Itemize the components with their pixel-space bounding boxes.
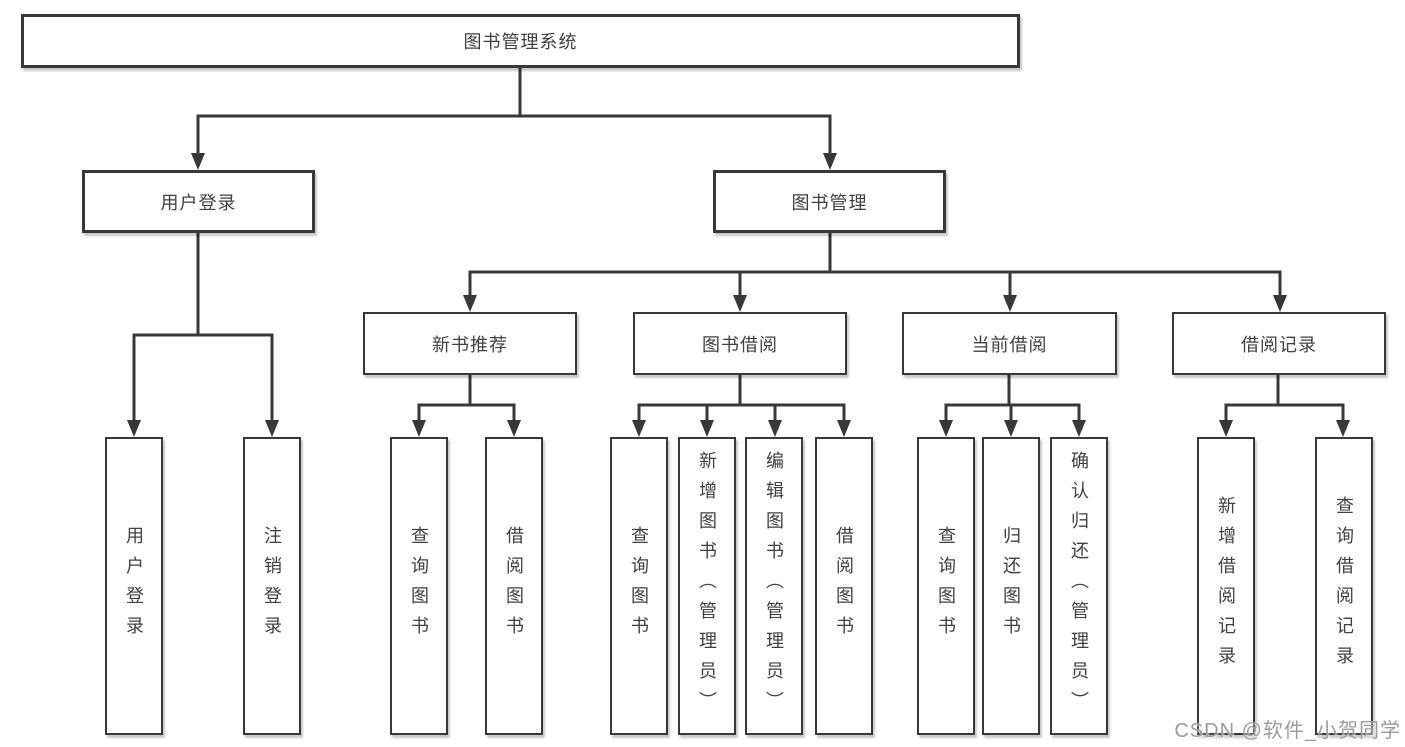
node-current-borrow: 当前借阅 — [902, 312, 1117, 375]
arrow-down-icon — [1273, 295, 1287, 312]
node-root-library-system: 图书管理系统 — [21, 14, 1020, 68]
arrow-down-icon — [700, 420, 714, 437]
leaf-add-borrow-record: 新增借阅记录 — [1197, 437, 1255, 735]
connector-current-borrow — [944, 375, 1081, 423]
leaf-borrow-book-1: 借阅图书 — [485, 437, 543, 735]
leaf-return-book: 归还图书 — [982, 437, 1040, 735]
arrow-down-icon — [191, 153, 205, 170]
connector-root — [196, 68, 832, 156]
leaf-edit-book-admin: 编辑图书（管理员） — [745, 437, 803, 735]
arrowhead-icons — [127, 153, 1350, 437]
arrow-down-icon — [507, 420, 521, 437]
node-book-borrow: 图书借阅 — [633, 312, 847, 375]
connector-book-management — [468, 233, 1282, 298]
arrow-down-icon — [463, 295, 477, 312]
leaf-query-book-2: 查询图书 — [610, 437, 668, 735]
leaf-confirm-return-admin: 确认归还（管理员） — [1050, 437, 1108, 735]
leaf-query-book-3: 查询图书 — [917, 437, 975, 735]
leaf-user-login: 用户登录 — [105, 437, 163, 735]
arrow-down-icon — [1003, 295, 1017, 312]
leaf-query-book-1: 查询图书 — [390, 437, 448, 735]
arrow-down-icon — [265, 420, 279, 437]
node-book-management: 图书管理 — [713, 170, 946, 233]
watermark-text: CSDN @软件_小贺同学 — [1174, 720, 1401, 742]
arrow-down-icon — [127, 420, 141, 437]
arrow-down-icon — [412, 420, 426, 437]
node-new-book-recommend: 新书推荐 — [363, 312, 577, 375]
connector-user-login — [132, 233, 274, 423]
leaf-query-borrow-record: 查询借阅记录 — [1315, 437, 1373, 735]
leaf-logout: 注销登录 — [243, 437, 301, 735]
arrow-down-icon — [1219, 420, 1233, 437]
node-borrow-records: 借阅记录 — [1172, 312, 1386, 375]
node-user-login: 用户登录 — [82, 170, 315, 233]
arrow-down-icon — [632, 420, 646, 437]
arrow-down-icon — [1072, 420, 1086, 437]
arrow-down-icon — [1004, 420, 1018, 437]
leaf-borrow-book-2: 借阅图书 — [815, 437, 873, 735]
connector-borrow-records — [1224, 375, 1345, 423]
connector-new-book-recommend — [417, 375, 516, 423]
arrow-down-icon — [1336, 420, 1350, 437]
arrow-down-icon — [823, 153, 837, 170]
arrow-down-icon — [837, 420, 851, 437]
arrow-down-icon — [768, 420, 782, 437]
arrow-down-icon — [939, 420, 953, 437]
arrow-down-icon — [733, 295, 747, 312]
connector-book-borrow — [637, 375, 846, 423]
leaf-add-book-admin: 新增图书（管理员） — [678, 437, 736, 735]
